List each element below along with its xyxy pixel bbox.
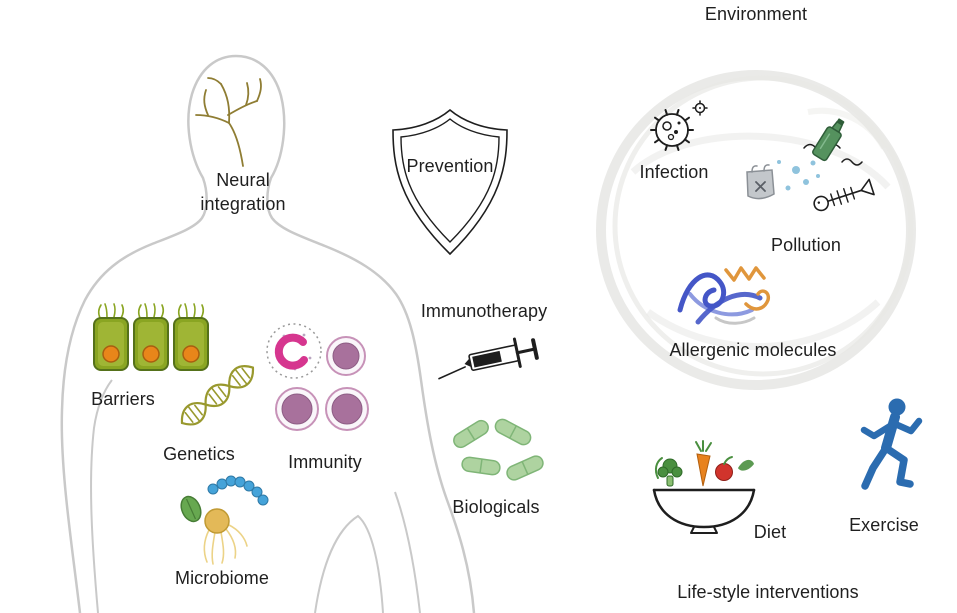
label-prevention: Prevention (406, 156, 494, 176)
label-environment: Environment (704, 4, 808, 24)
tomato (715, 456, 733, 481)
label-neural-integration: Neural integration (173, 168, 313, 217)
label-immunotherapy: Immunotherapy (420, 301, 548, 321)
running-figure-icon (860, 398, 923, 490)
protein-ribbon-icon (677, 266, 771, 325)
microbiome-microbes-icon (180, 475, 269, 565)
label-neural-line2: integration (200, 194, 286, 215)
label-infection: Infection (639, 162, 709, 182)
bottle-bag-fish-skeleton-icon (746, 118, 875, 212)
label-genetics: Genetics (163, 444, 235, 464)
fish-skeleton (813, 178, 875, 212)
label-pollution: Pollution (771, 235, 841, 255)
carrot (695, 440, 712, 487)
broccoli (657, 458, 683, 487)
epithelial-cells-icon (93, 303, 209, 371)
vegetable-bowl-icon (652, 440, 756, 534)
label-barriers: Barriers (91, 389, 155, 409)
prevention-shield-icon (392, 108, 508, 256)
syringe-icon (438, 337, 539, 380)
dna-helix-icon (180, 365, 255, 426)
label-biologicals: Biologicals (452, 497, 540, 517)
label-diet: Diet (753, 522, 787, 542)
immune-cells-icon (266, 323, 369, 431)
label-allergenic-molecules: Allergenic molecules (669, 340, 837, 360)
plastic-bag (746, 164, 775, 200)
label-lifestyle-interventions: Life-style interventions (677, 582, 859, 602)
label-immunity: Immunity (288, 452, 362, 472)
label-neural-line1: Neural (216, 170, 270, 190)
sketched-globe-icon (596, 70, 916, 390)
label-exercise: Exercise (849, 515, 919, 535)
bottle (812, 118, 845, 162)
pill-capsules-icon (453, 418, 544, 481)
neuron-branches-icon (195, 77, 262, 167)
virus-microbe-icon (650, 100, 708, 151)
label-microbiome: Microbiome (174, 568, 270, 588)
